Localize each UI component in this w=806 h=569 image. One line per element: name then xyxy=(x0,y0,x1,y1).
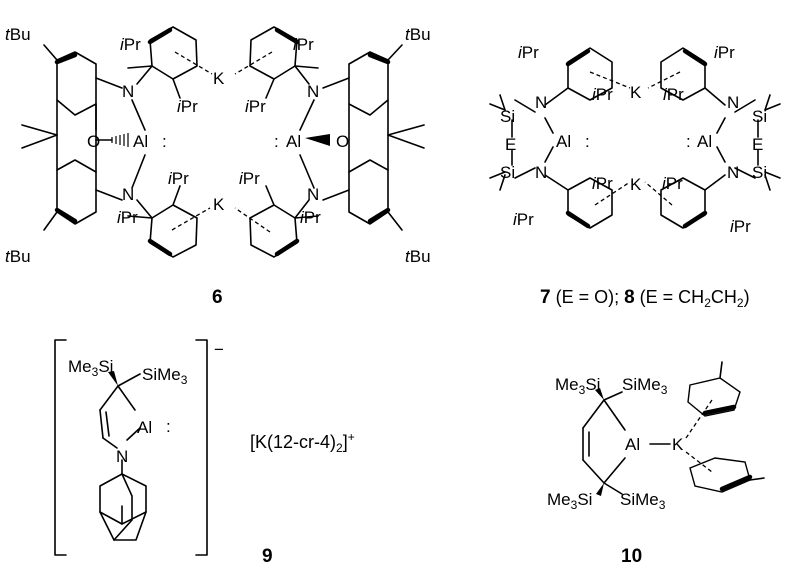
k-label-7-bottom: K xyxy=(630,175,642,194)
n-label-6-br: N xyxy=(307,185,319,204)
ipr-label-7-8: iPr xyxy=(730,217,751,236)
al-label-9: Al xyxy=(137,418,152,437)
left-bracket-9 xyxy=(54,339,67,556)
compound-10: Me3Si SiMe3 Al K Me3Si SiMe3 10 xyxy=(547,361,765,567)
wedge-bond-9 xyxy=(108,371,118,386)
dipp-ring-6-top-left xyxy=(136,26,198,85)
ipr-label-7-3: iPr xyxy=(663,85,684,104)
lone-pair-7-right: : xyxy=(686,132,691,151)
wedge-bond-10-top xyxy=(595,388,604,400)
dipp-ring-6-top-right xyxy=(249,26,310,85)
k-label-7-top: K xyxy=(630,83,642,102)
n-label-7-tl: N xyxy=(535,93,547,112)
counter-ion-9: [K(12-cr-4)2]+ xyxy=(250,430,355,455)
ipr-label-7-5: iPr xyxy=(592,174,613,193)
ipr-label-6-8: iPr xyxy=(300,208,321,227)
compound-6: tBu tBu tBu tBu N N N N O O Al : Al : K … xyxy=(5,25,431,308)
adamantyl-cage-9 xyxy=(99,473,147,525)
me3si-label-10-bottom: Me3Si xyxy=(547,490,592,512)
dipp-ring-6-bottom-right xyxy=(249,199,310,258)
n-label-6-tl: N xyxy=(122,82,134,101)
ipr-label-7-4: iPr xyxy=(714,43,735,62)
sime3-label-9: SiMe3 xyxy=(142,365,188,387)
compound-9: − Me3Si SiMe3 Al : N [K(12-cr-4)2]+ 9 xyxy=(54,339,355,567)
compound-7-8: Si Si Si Si E E N N N N Al : Al : K K iP… xyxy=(489,43,781,310)
me3si-label-10-top: Me3Si xyxy=(555,375,600,397)
compound-number-9: 9 xyxy=(262,546,273,567)
tbu-label-6-bl: tBu xyxy=(5,247,31,266)
wedge-bond-al-o xyxy=(305,134,330,146)
ipr-label-7-6: iPr xyxy=(513,210,534,229)
ipr-label-6-3: iPr xyxy=(245,97,266,116)
k-label-10: K xyxy=(672,435,684,454)
ipr-label-6-1: iPr xyxy=(120,35,141,54)
lone-pair-6-right: : xyxy=(274,132,279,151)
e-label-7-left: E xyxy=(505,135,516,154)
si-label-7-tr: Si xyxy=(752,107,767,126)
o-label-6-left: O xyxy=(87,132,100,151)
n-label-9: N xyxy=(116,447,128,466)
k-label-6-top: K xyxy=(213,69,225,88)
hashed-bond-o-al xyxy=(111,133,129,147)
ipr-label-6-6: iPr xyxy=(117,208,138,227)
ipr-label-6-5: iPr xyxy=(168,169,189,188)
toluene-ring-10-bottom xyxy=(689,457,751,493)
compound-number-7: 7 xyxy=(540,287,551,308)
o-label-6-right: O xyxy=(336,132,349,151)
compound-number-10: 10 xyxy=(621,546,642,567)
ipr-label-6-4: iPr xyxy=(293,35,314,54)
al-label-7-right: Al xyxy=(697,132,712,151)
si-label-7-br: Si xyxy=(752,163,767,182)
tbu-label-6-tr: tBu xyxy=(405,25,431,44)
ipr-label-6-7: iPr xyxy=(239,169,260,188)
n-label-7-br: N xyxy=(727,163,739,182)
tbu-label-6-br: tBu xyxy=(405,247,431,266)
n-label-6-bl: N xyxy=(122,185,134,204)
compound-caption-7-8: 7 (E = O); 8 (E = CH2CH2) xyxy=(540,287,750,310)
lone-pair-9: : xyxy=(166,417,171,436)
al-label-6-left: Al xyxy=(133,132,148,151)
si-label-7-bl: Si xyxy=(500,163,515,182)
k-label-6-bottom: K xyxy=(213,195,225,214)
si-label-7-tl: Si xyxy=(500,107,515,126)
ipr-label-6-2: iPr xyxy=(177,97,198,116)
right-bracket-9 xyxy=(195,339,208,556)
n-label-6-tr: N xyxy=(307,82,319,101)
compound-number-8: 8 xyxy=(624,287,635,308)
lone-pair-7-left: : xyxy=(585,132,590,151)
dipp-ring-6-bottom-left xyxy=(136,199,198,258)
me3si-label-9: Me3Si xyxy=(68,357,113,379)
sime3-label-10-bottom: SiMe3 xyxy=(620,490,666,512)
lone-pair-6-left: : xyxy=(162,132,167,151)
charge-9: − xyxy=(214,340,224,359)
e-label-7-right: E xyxy=(752,135,763,154)
ipr-label-7-7: iPr xyxy=(662,174,683,193)
al-label-7-left: Al xyxy=(556,132,571,151)
n-label-7-bl: N xyxy=(535,163,547,182)
n-label-7-tr: N xyxy=(727,93,739,112)
al-label-10: Al xyxy=(625,435,640,454)
compound-number-6: 6 xyxy=(212,287,223,308)
wedge-bond-10-bottom xyxy=(596,483,604,496)
ipr-label-7-2: iPr xyxy=(592,85,613,104)
tbu-label-6-tl: tBu xyxy=(5,25,31,44)
al-label-6-right: Al xyxy=(286,132,301,151)
ipr-label-7-1: iPr xyxy=(518,43,539,62)
sime3-label-10-top: SiMe3 xyxy=(622,375,668,397)
